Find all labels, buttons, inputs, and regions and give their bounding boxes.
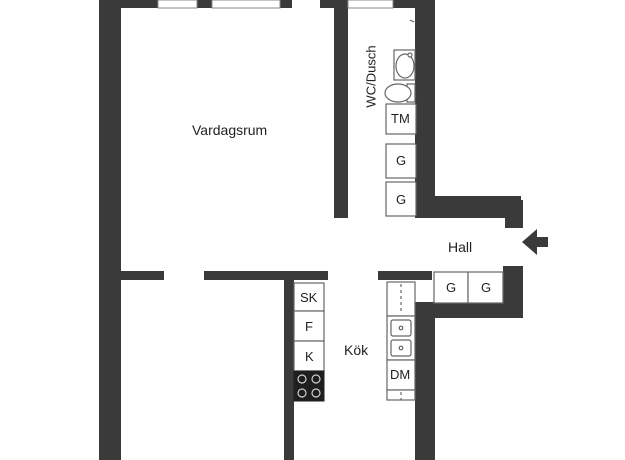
wall-kitchen-east (415, 302, 435, 460)
bath-wardrobe-2-label: G (396, 192, 407, 207)
washbasin-tap (407, 52, 413, 58)
room-label-living: Vardagsrum (192, 122, 268, 138)
room-label-kitchen: Kök (344, 342, 369, 358)
wall-north-segment (393, 0, 415, 8)
hall-wardrobe-2-label: G (481, 280, 492, 295)
wall-living-south (204, 271, 328, 280)
hall-wardrobe-2 (467, 271, 504, 304)
walls (99, 0, 523, 460)
sk-label: SK (300, 290, 318, 305)
wall-kitchen-west (284, 271, 294, 460)
wall-hall-east-lower (503, 266, 523, 312)
sink-drain (398, 345, 404, 351)
kitchen-east-counter (386, 281, 416, 401)
bathroom-fixtures (384, 19, 416, 103)
wall-living-south (121, 271, 164, 280)
wall-bath-east (415, 0, 435, 202)
tm-cabinet (385, 103, 417, 135)
window (157, 0, 198, 9)
toilet-icon (384, 83, 412, 103)
cabinets (385, 103, 504, 304)
wall-living-bath (334, 0, 348, 218)
k-label: K (305, 349, 314, 364)
sink-drain (398, 325, 404, 331)
stove-icon (293, 370, 325, 402)
wall-north-segment (280, 0, 292, 8)
f-cabinet (293, 310, 325, 342)
entrance-arrow-icon (522, 229, 548, 255)
dm-label: DM (390, 367, 411, 382)
windows (157, 0, 394, 9)
wall-north-segment (197, 0, 212, 8)
window (211, 0, 281, 9)
wall-north-segment (121, 0, 158, 8)
f-label: F (305, 319, 313, 334)
bath-wardrobe-2 (385, 181, 417, 217)
wall-west (99, 0, 121, 460)
hall-wardrobe-1-label: G (446, 280, 457, 295)
wall-hall-kitchen (378, 271, 432, 280)
bath-wardrobe-1 (385, 143, 417, 179)
wall-north-segment (320, 0, 334, 8)
wall-hall-south (415, 302, 523, 318)
washbasin-bowl (395, 53, 415, 79)
tm-label: TM (391, 111, 410, 126)
window (347, 0, 394, 9)
room-label-bath: WC/Dusch (363, 45, 379, 108)
hall-wardrobe-1 (433, 271, 469, 304)
kitchen-west-units (293, 282, 325, 372)
towel-rail (409, 19, 415, 23)
dm-cabinet (386, 359, 416, 391)
wall-hall-north (415, 196, 521, 218)
room-label-hall: Hall (448, 239, 473, 255)
bath-wardrobe-1-label: G (396, 153, 407, 168)
wall-hall-east-upper (505, 200, 523, 228)
